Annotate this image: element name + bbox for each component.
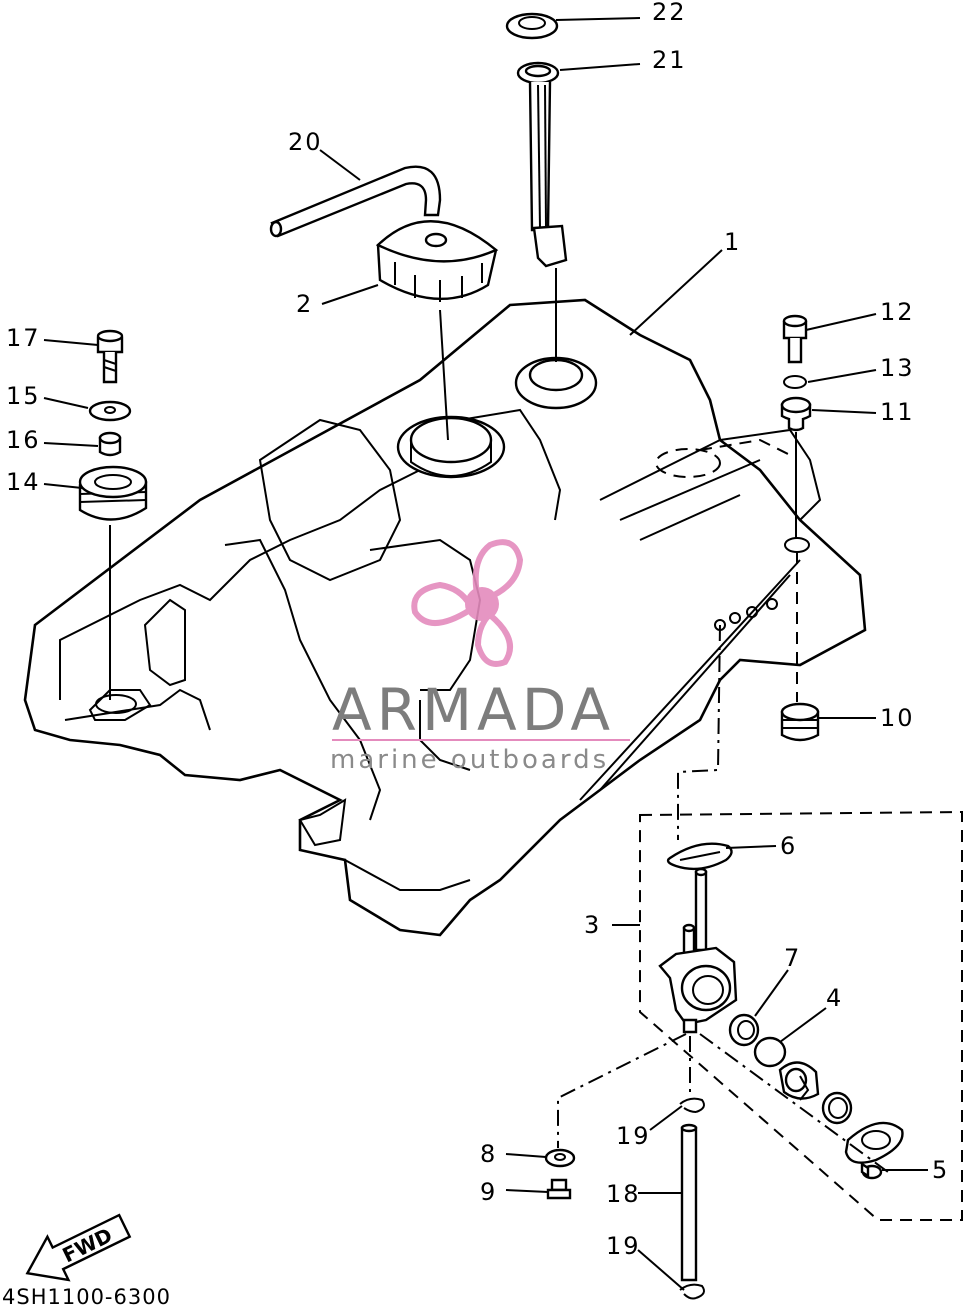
propeller-hub — [465, 587, 499, 621]
label-9: 9 — [480, 1178, 497, 1206]
gasket-6 — [666, 842, 733, 871]
label-1: 1 — [724, 228, 741, 256]
label-19-upper: 19 — [616, 1122, 651, 1150]
label-21: 21 — [652, 46, 687, 74]
washer-8 — [544, 1148, 576, 1168]
clip-19-lower — [679, 1283, 705, 1300]
screw-5 — [860, 1161, 883, 1180]
fuel-cock-body — [658, 867, 738, 1034]
label-19-lower: 19 — [606, 1232, 641, 1260]
label-6: 6 — [780, 832, 797, 860]
gasket-4 — [753, 1036, 787, 1068]
watermark-tagline: marine outboards — [330, 745, 609, 775]
hose-18 — [680, 1123, 698, 1282]
label-5: 5 — [932, 1156, 949, 1184]
screw-9 — [546, 1178, 572, 1200]
filler-neck — [396, 415, 506, 479]
label-10: 10 — [880, 704, 915, 732]
cover-plate — [844, 1121, 904, 1164]
clip-19-upper — [679, 1097, 705, 1113]
lever — [778, 1061, 820, 1101]
part-labels: 22 21 20 1 2 17 15 16 14 12 13 11 10 6 3… — [6, 0, 949, 1260]
washer-15 — [88, 400, 132, 422]
collar-16 — [98, 431, 122, 457]
fuel-cap — [375, 220, 499, 302]
seal-7 — [728, 1013, 760, 1047]
label-3: 3 — [584, 911, 601, 939]
washer-13 — [783, 375, 807, 389]
label-7: 7 — [784, 944, 801, 972]
label-12: 12 — [880, 298, 915, 326]
watermark-brand: ARMADA — [332, 676, 615, 744]
label-18: 18 — [606, 1180, 641, 1208]
gauge-cover — [505, 12, 559, 40]
gauge-mount — [514, 356, 598, 410]
label-14: 14 — [6, 468, 41, 496]
propeller-icon — [411, 539, 524, 667]
label-20: 20 — [288, 128, 323, 156]
assembly-boundary — [639, 810, 963, 1221]
label-11: 11 — [880, 398, 915, 426]
label-13: 13 — [880, 354, 915, 382]
breather-hose — [269, 165, 442, 238]
label-22: 22 — [652, 0, 687, 26]
drawing-code: 4SH1100-6300 — [2, 1285, 171, 1308]
leader-lines — [43, 17, 928, 1291]
label-4: 4 — [826, 984, 843, 1012]
fwd-arrow: FWD — [25, 1213, 132, 1282]
armada-logo — [411, 539, 524, 667]
bolt-17 — [96, 329, 124, 384]
collar-11 — [780, 396, 812, 432]
label-2: 2 — [296, 290, 313, 318]
grommet-14 — [78, 465, 148, 521]
label-8: 8 — [480, 1140, 497, 1168]
label-15: 15 — [6, 382, 41, 410]
o-ring — [821, 1091, 853, 1125]
bolt-12 — [782, 314, 808, 364]
label-16: 16 — [6, 426, 41, 454]
label-17: 17 — [6, 324, 41, 352]
grommet-10 — [780, 702, 820, 742]
fuel-gauge — [516, 61, 568, 362]
fuel-tank — [23, 298, 867, 937]
